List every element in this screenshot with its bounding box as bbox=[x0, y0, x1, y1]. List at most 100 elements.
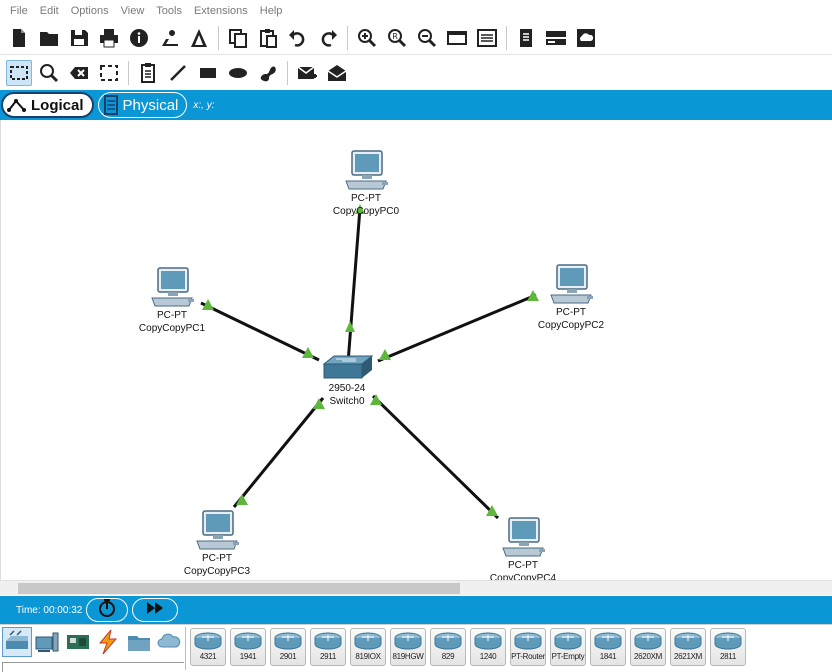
power-cycle-devices-button[interactable] bbox=[86, 598, 129, 622]
link-pc0-switch bbox=[346, 207, 362, 364]
device-pc3[interactable]: PC-PT CopyCopyPC3 bbox=[172, 510, 262, 578]
custom-devices-icon[interactable] bbox=[474, 25, 500, 51]
workspace-horizontal-scrollbar[interactable] bbox=[0, 580, 832, 595]
device-switch0[interactable]: 2950-24 Switch0 bbox=[307, 354, 387, 408]
router-icon bbox=[714, 632, 742, 650]
model-819hgw[interactable]: 819HGW bbox=[390, 628, 426, 666]
model-4321[interactable]: 4321 bbox=[190, 628, 226, 666]
router-icon bbox=[674, 632, 702, 650]
components-icon[interactable] bbox=[63, 627, 93, 657]
model-819iox[interactable]: 819IOX bbox=[350, 628, 386, 666]
miscellaneous-icon[interactable] bbox=[124, 627, 154, 657]
device-pc2[interactable]: PC-PT CopyCopyPC2 bbox=[526, 264, 616, 332]
end-devices-icon[interactable] bbox=[33, 627, 63, 657]
save-icon[interactable] bbox=[66, 25, 92, 51]
menu-tools[interactable]: Tools bbox=[156, 5, 182, 17]
open-folder-icon[interactable] bbox=[36, 25, 62, 51]
logical-workspace[interactable]: PC-PT CopyCopyPC0 PC-PT CopyCopyPC1 PC-P… bbox=[0, 120, 832, 580]
zoom-reset-icon[interactable]: R bbox=[384, 25, 410, 51]
paste-icon[interactable] bbox=[255, 25, 281, 51]
model-2620xm[interactable]: 2620XM bbox=[630, 628, 666, 666]
activity-wizard-icon[interactable] bbox=[156, 25, 182, 51]
undo-icon[interactable] bbox=[285, 25, 311, 51]
model-1941[interactable]: 1941 bbox=[230, 628, 266, 666]
device-model-label: 2950-24 bbox=[328, 383, 366, 394]
device-categories bbox=[0, 627, 186, 672]
model-1841[interactable]: 1841 bbox=[590, 628, 626, 666]
time-bar: Time: 00:00:32 bbox=[0, 596, 832, 624]
connections-icon[interactable] bbox=[94, 627, 124, 657]
tab-logical[interactable]: Logical bbox=[1, 92, 94, 118]
print-icon[interactable] bbox=[96, 25, 122, 51]
zoom-out-icon[interactable] bbox=[414, 25, 440, 51]
zoom-in-icon[interactable] bbox=[354, 25, 380, 51]
main-toolbar: R bbox=[0, 22, 832, 55]
info-icon[interactable] bbox=[126, 25, 152, 51]
link-status-up-icon bbox=[302, 347, 314, 358]
add-complex-pdu-icon[interactable] bbox=[324, 60, 350, 86]
router-icon bbox=[514, 632, 542, 650]
link-status-up-icon bbox=[355, 204, 365, 214]
router-icon bbox=[594, 632, 622, 650]
router-icon bbox=[474, 632, 502, 650]
tab-physical[interactable]: Physical bbox=[97, 92, 188, 118]
delete-icon[interactable] bbox=[66, 60, 92, 86]
device-pc4[interactable]: PC-PT CopyCopyPC4 bbox=[478, 517, 568, 580]
mode-bar: Logical Physical x:, y: bbox=[0, 90, 832, 120]
device-model-label: PC-PT bbox=[556, 307, 586, 318]
copy-icon[interactable] bbox=[225, 25, 251, 51]
place-note-icon[interactable] bbox=[135, 60, 161, 86]
menu-help[interactable]: Help bbox=[259, 5, 283, 17]
draw-line-icon[interactable] bbox=[165, 60, 191, 86]
menu-extensions[interactable]: Extensions bbox=[193, 5, 248, 17]
pc-icon bbox=[151, 267, 194, 307]
network-links bbox=[200, 204, 539, 520]
simple-pdu-list-icon[interactable] bbox=[513, 25, 539, 51]
model-2811[interactable]: 2811 bbox=[710, 628, 746, 666]
simulation-time: Time: 00:00:32 bbox=[16, 604, 83, 616]
multiuser-icon[interactable] bbox=[155, 627, 185, 657]
link-status-up-icon bbox=[379, 349, 391, 360]
add-simple-pdu-icon[interactable] bbox=[294, 60, 320, 86]
redo-icon[interactable] bbox=[315, 25, 341, 51]
cloud-icon[interactable] bbox=[573, 25, 599, 51]
model-2911[interactable]: 2911 bbox=[310, 628, 346, 666]
drawing-palette-icon[interactable] bbox=[444, 25, 470, 51]
draw-rectangle-icon[interactable] bbox=[195, 60, 221, 86]
router-icon bbox=[354, 632, 382, 650]
fast-forward-time-button[interactable] bbox=[132, 598, 179, 622]
link-pc2-switch bbox=[377, 293, 537, 363]
scrollbar-thumb[interactable] bbox=[18, 583, 460, 594]
toolbar-separator bbox=[506, 26, 507, 50]
inspect-icon[interactable] bbox=[36, 60, 62, 86]
model-2901[interactable]: 2901 bbox=[270, 628, 306, 666]
logical-view-icon bbox=[7, 97, 27, 113]
device-pc0[interactable]: PC-PT CopyCopyPC0 bbox=[321, 150, 411, 218]
pc-icon bbox=[502, 517, 545, 557]
device-name-label: CopyCopyPC2 bbox=[537, 320, 605, 331]
category-subpanel bbox=[2, 662, 184, 672]
menu-edit[interactable]: Edit bbox=[39, 5, 59, 17]
menu-file[interactable]: File bbox=[10, 5, 28, 17]
router-icon bbox=[434, 632, 462, 650]
model-pt-empty[interactable]: PT-Empty bbox=[550, 628, 586, 666]
pc-icon bbox=[196, 510, 239, 550]
device-name-label: CopyCopyPC3 bbox=[183, 566, 251, 577]
network-devices-icon[interactable] bbox=[2, 627, 32, 657]
select-icon[interactable] bbox=[6, 60, 32, 86]
new-file-icon[interactable] bbox=[6, 25, 32, 51]
freeform-icon[interactable] bbox=[255, 60, 281, 86]
model-2621xm[interactable]: 2621XM bbox=[670, 628, 706, 666]
model-pt-router[interactable]: PT-Router bbox=[510, 628, 546, 666]
menu-options[interactable]: Options bbox=[70, 5, 109, 17]
menu-view[interactable]: View bbox=[120, 5, 145, 17]
model-1240[interactable]: 1240 bbox=[470, 628, 506, 666]
device-pc1[interactable]: PC-PT CopyCopyPC1 bbox=[127, 267, 217, 335]
router-icon bbox=[234, 632, 262, 650]
network-info-icon[interactable] bbox=[186, 25, 212, 51]
model-829[interactable]: 829 bbox=[430, 628, 466, 666]
pc-icon bbox=[345, 150, 388, 190]
pt-workspace-icon[interactable] bbox=[543, 25, 569, 51]
draw-ellipse-icon[interactable] bbox=[225, 60, 251, 86]
resize-shape-icon[interactable] bbox=[96, 60, 122, 86]
